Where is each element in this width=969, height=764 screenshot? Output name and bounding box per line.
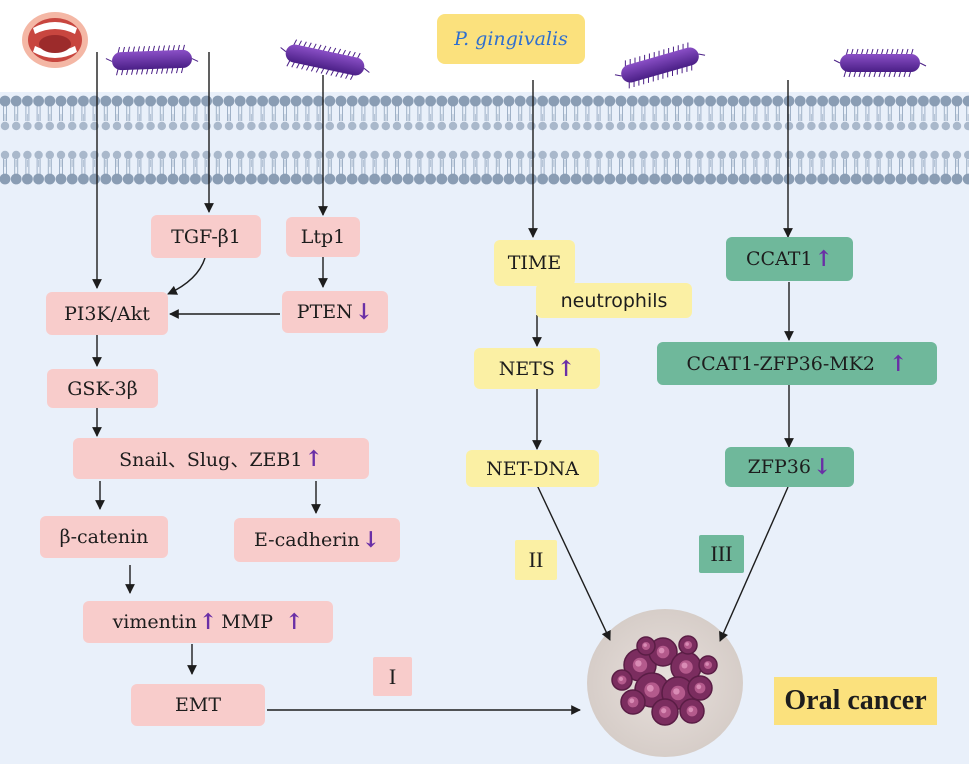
bacterium-icon [614, 42, 706, 89]
node-net-dna: NET-DNA [466, 450, 599, 487]
up-arrow-icon: ↑ [284, 609, 304, 635]
node-beta-catenin: β-catenin [40, 516, 168, 558]
down-arrow-icon: ↓ [812, 454, 832, 480]
node-net-dna-label: NET-DNA [486, 457, 579, 480]
node-nets: NETS ↑ [474, 348, 600, 389]
node-ltp1: Ltp1 [286, 217, 360, 257]
node-vimentin-mmp: vimentin ↑ MMP ↑ [83, 601, 333, 643]
node-ccat1-zfp36-mk2-label: CCAT1-ZFP36-MK2 [686, 352, 875, 375]
node-vimentin-label: vimentin [112, 611, 197, 633]
node-e-cadherin: E-cadherin ↓ [234, 518, 400, 562]
node-ccat1: CCAT1 ↑ [726, 237, 853, 281]
node-pi3k-akt-label: PI3K/Akt [64, 302, 150, 325]
cell-membrane [0, 95, 969, 185]
bacterium-icon [280, 39, 370, 80]
node-time: TIME [494, 240, 575, 286]
up-arrow-icon: ↑ [814, 246, 833, 272]
node-snail-slug-zeb1: Snail、Slug、ZEB1 ↑ [73, 438, 369, 479]
pathway-label-three: III [699, 535, 744, 573]
bacteria-group [105, 39, 927, 89]
up-arrow-icon: ↑ [556, 355, 576, 382]
node-neutrophils: neutrophils [536, 283, 692, 318]
node-nets-label: NETS [498, 357, 555, 380]
node-ltp1-label: Ltp1 [300, 226, 346, 248]
node-tgf-beta1-label: TGF-β1 [171, 225, 241, 248]
node-e-cadherin-label: E-cadherin [253, 529, 360, 551]
bacterium-icon [105, 44, 199, 76]
node-emt: EMT [131, 684, 265, 726]
pathway-label-two: II [515, 540, 557, 580]
node-beta-catenin-label: β-catenin [59, 526, 149, 548]
down-arrow-icon: ↓ [361, 527, 381, 553]
node-emt-label: EMT [175, 694, 221, 716]
node-gsk3b: GSK-3β [47, 369, 158, 408]
node-pten: PTEN ↓ [282, 291, 388, 333]
up-arrow-icon: ↑ [889, 350, 908, 377]
bacterium-icon [833, 48, 927, 78]
up-arrow-icon: ↑ [304, 445, 323, 472]
node-ccat1-label: CCAT1 [746, 248, 813, 270]
node-pten-label: PTEN [296, 301, 353, 323]
node-tgf-beta1: TGF-β1 [151, 215, 261, 258]
tumor-cell-cluster-icon [587, 609, 743, 757]
cell-interior [0, 92, 969, 764]
node-zfp36-label: ZFP36 [747, 456, 811, 478]
open-mouth-icon [22, 12, 88, 68]
node-time-label: TIME [507, 252, 562, 274]
node-ccat1-zfp36-mk2: CCAT1-ZFP36-MK2 ↑ [657, 342, 937, 385]
node-snail-slug-zeb1-label: Snail、Slug、ZEB1 [119, 449, 303, 471]
node-neutrophils-label: neutrophils [560, 289, 668, 312]
down-arrow-icon: ↓ [354, 299, 374, 325]
up-arrow-icon: ↑ [198, 609, 218, 635]
node-gsk3b-label: GSK-3β [67, 377, 138, 400]
node-mmp-label: MMP [221, 611, 273, 633]
connector-arrows [92, 52, 794, 715]
node-zfp36: ZFP36 ↓ [725, 447, 854, 487]
outcome-label: Oral cancer [774, 677, 937, 725]
node-pi3k-akt: PI3K/Akt [46, 292, 168, 335]
pathogen-label: P. gingivalis [437, 14, 585, 64]
pathway-label-one: I [373, 657, 412, 696]
